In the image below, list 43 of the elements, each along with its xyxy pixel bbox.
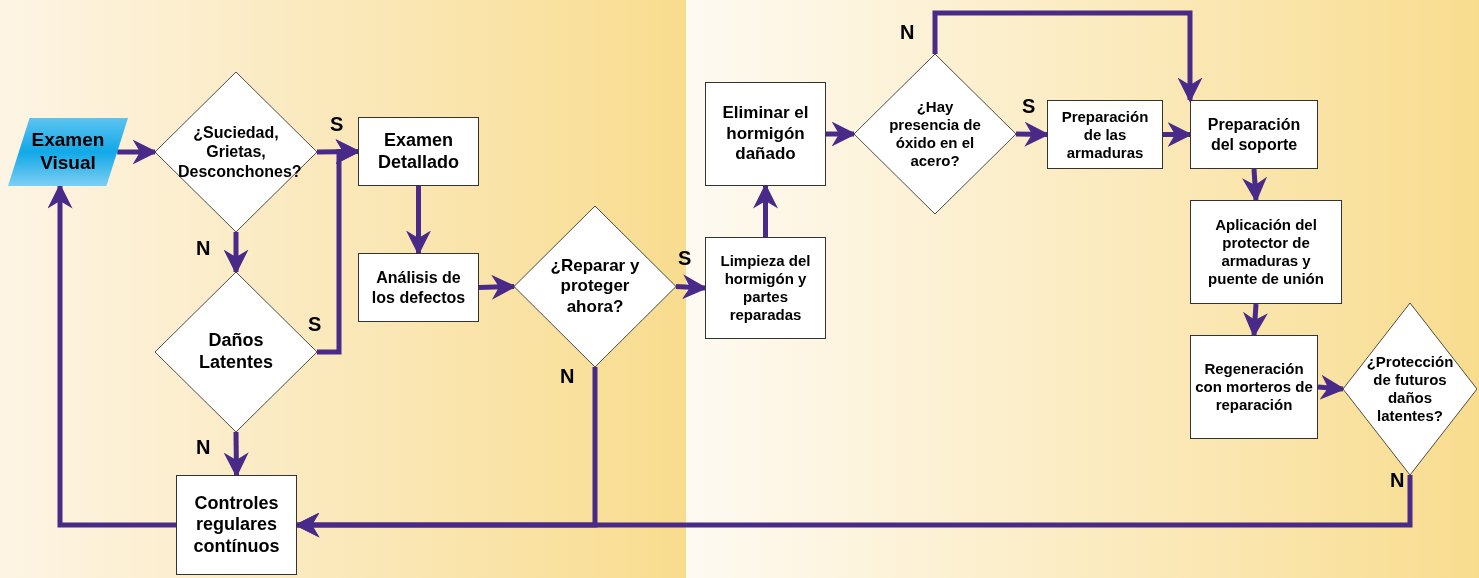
- node-text: Preparación del soporte: [1206, 115, 1302, 154]
- node-text: Controles regulares contínuos: [192, 492, 281, 558]
- decision-diamond: [514, 206, 676, 367]
- process-box: [358, 253, 479, 322]
- process-box: [1047, 100, 1163, 169]
- node-text: Daños Latentes: [198, 330, 274, 374]
- arrow: [826, 121, 857, 147]
- process-box: [358, 117, 479, 186]
- node-text: ¿Hay presencia de óxido en el acero?: [888, 98, 982, 170]
- node-text: Examen Detallado: [377, 129, 460, 174]
- edge-label: N: [900, 22, 915, 42]
- node-text: ¿Protección de futuros daños latentes?: [1365, 353, 1455, 425]
- edge-label: N: [196, 238, 211, 258]
- process-box: [176, 475, 297, 575]
- edge-label: S: [1022, 96, 1036, 116]
- edge-label: N: [560, 366, 575, 386]
- decision-diamond: [854, 54, 1016, 214]
- arrow: [1317, 374, 1346, 400]
- input-parallelogram: [8, 118, 128, 186]
- node-text: ¿Reparar y proteger ahora?: [549, 255, 641, 318]
- process-box: [1190, 100, 1318, 169]
- node-text: Regeneración con morteros de reparación: [1194, 360, 1314, 414]
- edge-label: N: [1390, 470, 1405, 490]
- node-text: Eliminar el hormigón dañado: [721, 103, 810, 165]
- arrow: [478, 274, 517, 300]
- arrow: [223, 232, 249, 275]
- process-box: [705, 82, 826, 186]
- node-text: Examen Visual: [30, 129, 106, 175]
- node-text: Limpieza del hormigón y partes reparadas: [719, 252, 812, 324]
- edge-label: S: [678, 248, 692, 268]
- edge-label: N: [196, 437, 211, 457]
- arrow: [117, 139, 158, 165]
- edge-label: S: [330, 114, 344, 134]
- node-text: Aplicación del protector de armaduras y puente de unión: [1207, 216, 1325, 288]
- node-text: Análisis de los defectos: [370, 268, 467, 307]
- edge-label: S: [308, 314, 322, 334]
- decision-diamond: [155, 72, 317, 232]
- arrow: [932, 10, 1203, 103]
- process-box: [705, 237, 826, 339]
- process-box: [1190, 335, 1318, 439]
- decision-diamond: [1343, 303, 1477, 475]
- process-box: [1190, 200, 1342, 304]
- node-text: Preparación de las armaduras: [1060, 107, 1150, 162]
